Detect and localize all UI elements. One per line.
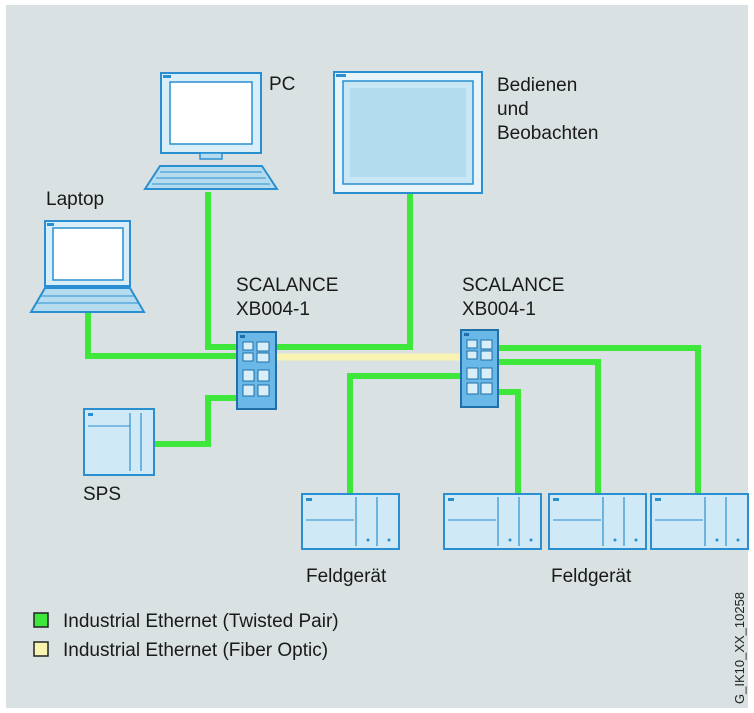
legend: Industrial Ethernet (Twisted Pair) Indus… bbox=[33, 611, 339, 661]
legend-label-twisted-pair: Industrial Ethernet (Twisted Pair) bbox=[63, 611, 339, 632]
hmi-panel-icon bbox=[333, 71, 483, 194]
switch1-label-line2: XB004-1 bbox=[236, 299, 310, 320]
legend-swatch-twisted-pair bbox=[33, 612, 49, 628]
switch1-label-line1: SCALANCE bbox=[236, 275, 338, 296]
switch1-icon bbox=[236, 331, 277, 410]
hmi-label-line3: Beobachten bbox=[497, 123, 598, 144]
cable-switch2-field4 bbox=[498, 345, 701, 494]
switch2-icon bbox=[460, 329, 499, 408]
laptop-icon bbox=[29, 220, 146, 313]
plc-icon bbox=[83, 408, 155, 476]
field-device-left-label: Feldgerät bbox=[306, 566, 387, 587]
cable-switch2-field3 bbox=[498, 359, 601, 494]
field-device-4-icon bbox=[650, 493, 749, 550]
cable-switch2-field2 bbox=[498, 389, 521, 494]
hmi-label-line1: Bedienen bbox=[497, 75, 577, 96]
hmi-label-line2: und bbox=[497, 99, 529, 120]
laptop-label: Laptop bbox=[46, 189, 104, 210]
pc-label: PC bbox=[269, 74, 295, 95]
pc-icon bbox=[143, 72, 279, 190]
field-device-1-icon bbox=[301, 493, 400, 550]
field-device-right-label: Feldgerät bbox=[551, 566, 632, 587]
twisted-pair-cables bbox=[85, 192, 701, 494]
document-id: G_IK10_XX_10258 bbox=[732, 592, 747, 704]
field-device-3-icon bbox=[548, 493, 647, 550]
cable-pc-switch1 bbox=[205, 192, 240, 350]
legend-swatch-fiber-optic bbox=[33, 641, 49, 657]
cable-switch2-field1 bbox=[347, 373, 463, 494]
cable-hmi-switch1 bbox=[276, 193, 413, 350]
plc-label: SPS bbox=[83, 484, 121, 505]
legend-label-fiber-optic: Industrial Ethernet (Fiber Optic) bbox=[63, 640, 328, 661]
field-device-2-icon bbox=[443, 493, 542, 550]
cable-sps-switch1 bbox=[154, 395, 240, 447]
switch2-label-line1: SCALANCE bbox=[462, 275, 564, 296]
cable-laptop-switch1 bbox=[85, 313, 240, 359]
switch2-label-line2: XB004-1 bbox=[462, 299, 536, 320]
